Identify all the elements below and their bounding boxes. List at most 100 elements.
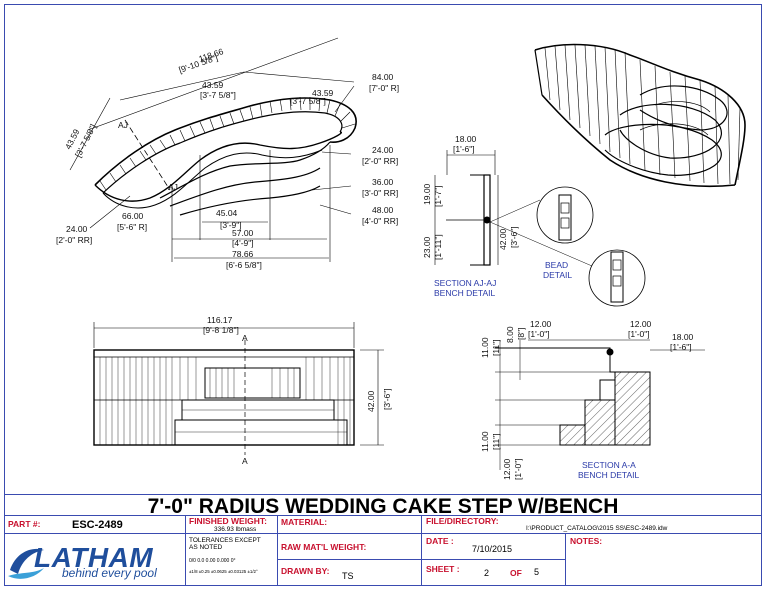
dim-seg3-ft: [3'-7 5/8"] <box>290 96 326 106</box>
tolerance-row-2: ±1/8 ±0.25 ±0.0625 ±0.03125 ±1/2° <box>189 569 258 574</box>
part-cell: PART #: ESC-2489 <box>4 516 186 534</box>
dim-rr36-ft: [3'-0" RR] <box>362 188 398 198</box>
drawing-sheet <box>4 4 762 586</box>
iso-ribs <box>544 44 741 185</box>
notes-label: NOTES: <box>570 536 603 546</box>
raw-weight-cell: RAW MAT'L WEIGHT: <box>278 534 422 560</box>
dim-rr36: 36.00 <box>372 177 394 187</box>
aj-h42-ft: [3'-6"] <box>509 226 519 248</box>
dim-r84-ft: [7'-0" R] <box>369 83 399 93</box>
plan-inner-wall <box>102 111 343 194</box>
raw-weight-label: RAW MAT'L WEIGHT: <box>281 542 367 552</box>
elev-h42-ft: [3'-6"] <box>382 388 392 410</box>
sa-w12a: 12.00 <box>530 319 552 329</box>
tolerances-cell: TOLERANCES EXCEPT AS NOTED 0/0 0.0 0.00 … <box>186 534 278 586</box>
dim-rr24a: 24.00 <box>372 145 394 155</box>
section-a-view <box>495 339 705 470</box>
dim-w57-ft: [4'-9"] <box>232 238 254 248</box>
sa-w18: 18.00 <box>672 332 694 342</box>
bead-title-1: BEAD <box>545 260 568 270</box>
drawn-by-value: TS <box>342 571 354 581</box>
of-label: OF <box>510 568 522 578</box>
iso-step-3 <box>604 123 722 176</box>
aj-h23: 23.00 <box>422 236 432 258</box>
dim-rr48-ft: [4'-0" RR] <box>362 216 398 226</box>
elev-ribs <box>99 357 351 445</box>
sa-h11b: 11.00 <box>480 431 490 452</box>
aj-w18: 18.00 <box>455 134 477 144</box>
notes-cell: NOTES: <box>566 534 762 586</box>
aj-w18-ft: [1'-6"] <box>453 144 475 154</box>
dim-aj-bottom: AJ <box>168 182 178 192</box>
section-line-aj <box>124 119 171 191</box>
dim-aj-top: AJ <box>118 120 128 130</box>
sa-h8-ft: [8"] <box>516 328 526 340</box>
dim-r66: 66.00 <box>122 211 144 221</box>
sheet-cell: SHEET : 2 OF 5 <box>422 560 566 586</box>
dim-w78-ft: [6'-6 5/8"] <box>226 260 262 270</box>
elev-cut-top: A <box>242 333 248 343</box>
drawn-by-cell: DRAWN BY: TS <box>278 560 422 586</box>
plan-dim-lines <box>69 37 355 259</box>
plan-dim-text: 118.66 [9'-10 5/8"] 43.59 [3'-7 5/8"] 43… <box>56 46 399 270</box>
latham-tagline: behind every pool <box>62 566 157 580</box>
aj-h23-ft: [1'-11"] <box>433 234 443 260</box>
plan-step-3 <box>179 185 321 216</box>
elev-w116-ft: [9'-8 1/8"] <box>203 325 239 335</box>
aj-h42: 42.00 <box>498 228 508 250</box>
tolerances-label: TOLERANCES EXCEPT AS NOTED <box>189 537 261 551</box>
elevation-view <box>93 322 384 455</box>
elev-h42: 42.00 <box>366 390 376 412</box>
part-number: ESC-2489 <box>72 519 123 531</box>
sa-w12b: 12.00 <box>630 319 652 329</box>
drawn-by-label: DRAWN BY: <box>281 566 330 576</box>
plan-wall-ribs <box>99 96 356 191</box>
sa-h12-ft: [1'-0"] <box>513 458 523 480</box>
sa-w18-ft: [1'-6"] <box>670 342 692 352</box>
dim-w45: 45.04 <box>216 208 238 218</box>
material-cell: MATERIAL: <box>278 516 422 534</box>
section-aj-text: 18.00 [1'-6"] 19.00 [1'-7"] 23.00 [1'-11… <box>422 134 519 298</box>
iso-view <box>534 43 746 188</box>
plan-front-wall <box>94 131 342 202</box>
sa-h12: 12.00 <box>502 458 512 480</box>
file-label: FILE/DIRECTORY: <box>426 516 499 526</box>
sheet-label: SHEET : <box>426 564 460 574</box>
sheet-total: 5 <box>534 567 540 577</box>
plan-step-1 <box>159 141 331 199</box>
date-cell: DATE : 7/10/2015 <box>422 534 566 560</box>
file-cell: FILE/DIRECTORY: I:\PRODUCT_CATALOG\2015 … <box>422 516 762 534</box>
sheet-number: 2 <box>484 568 490 578</box>
file-path: I:\PRODUCT_CATALOG\2015 SS\ESC-2489.idw <box>526 525 668 532</box>
finished-weight-cell: FINISHED WEIGHT: 336.93 lbmass <box>186 516 278 534</box>
sa-title-1: SECTION A-A <box>582 460 636 470</box>
dim-rr24b: 24.00 <box>66 224 88 234</box>
elev-cut-bottom: A <box>242 456 248 466</box>
finished-weight-value: 336.93 lbmass <box>214 526 257 533</box>
dim-w57: 57.00 <box>232 228 254 238</box>
bead-detail-text: BEAD DETAIL <box>543 260 572 280</box>
material-label: MATERIAL: <box>281 517 328 527</box>
dim-rr24b-ft: [2'-0" RR] <box>56 235 92 245</box>
section-a-text: 12.00 [1'-0"] 12.00 [1'-0"] 18.00 [1'-6"… <box>480 319 694 480</box>
iso-step-2 <box>619 103 722 159</box>
plan-outer-wall <box>94 97 357 186</box>
part-label: PART #: <box>8 519 41 529</box>
sa-w12b-ft: [1'-0"] <box>628 329 650 339</box>
elev-w116: 116.17 <box>207 315 233 325</box>
iso-step-1 <box>639 85 728 131</box>
sa-title-2: BENCH DETAIL <box>578 470 640 480</box>
sa-h8: 8.00 <box>505 326 515 343</box>
tolerance-row-1: 0/0 0.0 0.00 0.000 0° <box>189 558 236 564</box>
latham-swoosh-icon <box>8 548 44 579</box>
date-value: 7/10/2015 <box>472 544 513 554</box>
dim-w45-ft: [3'-9"] <box>220 220 242 230</box>
plan-front-wall-inner <box>102 149 323 209</box>
dim-w78: 78.66 <box>232 249 254 259</box>
finished-weight-label: FINISHED WEIGHT: <box>189 516 267 526</box>
dim-rr24a-ft: [2'-0" RR] <box>362 156 398 166</box>
iso-outer-bottom <box>541 94 736 188</box>
bead-detail-view <box>489 186 646 307</box>
plan-view <box>94 96 357 262</box>
sa-w12a-ft: [1'-0"] <box>528 329 550 339</box>
